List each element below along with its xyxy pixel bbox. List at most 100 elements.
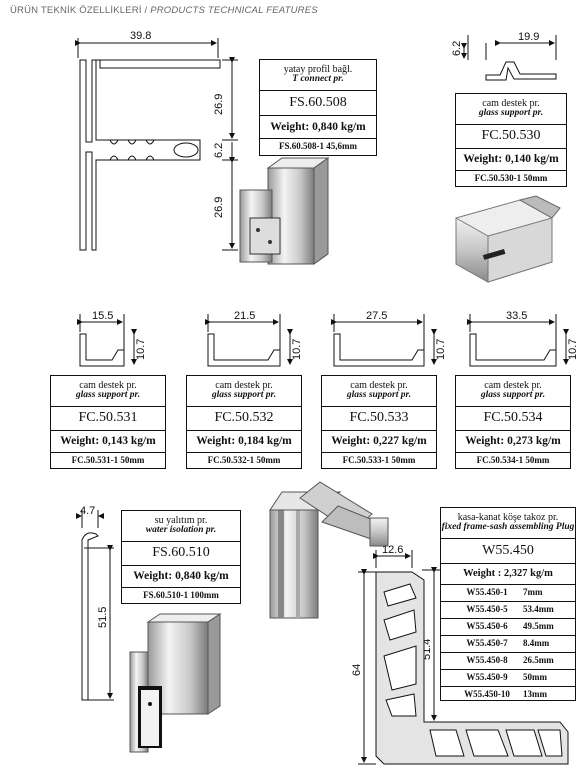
- w55450-height2-label: 64: [351, 664, 363, 676]
- w55450-item-length: 49.5mm: [523, 621, 554, 632]
- fc50531-height-label: 10.7: [135, 339, 147, 360]
- fc50533-name-row: cam destek pr. glass support pr.: [322, 376, 436, 407]
- w55450-item-code: W55.450-10: [464, 689, 510, 700]
- w55450-item-length: 13mm: [523, 689, 547, 700]
- w55450-item-row: W55.450-1 7mm: [441, 585, 575, 602]
- w55450-item-row: W55.450-9 50mm: [441, 670, 575, 687]
- fc50534-spec-box: cam destek pr. glass support pr. FC.50.5…: [455, 375, 571, 469]
- w55450-item-row: W55.450-5 53.4mm: [441, 602, 575, 619]
- fs60508-spec-box: yatay profil bağl. T connect pr. FS.60.5…: [259, 59, 377, 156]
- w55450-item-length: 8.4mm: [523, 638, 550, 649]
- w55450-item-length: 26.5mm: [523, 655, 554, 666]
- fc50530-code: FC.50.530: [456, 125, 566, 149]
- fc50534-width-label: 33.5: [506, 310, 527, 322]
- fc50532-name-row: cam destek pr. glass support pr.: [187, 376, 301, 407]
- fs60508-code: FS.60.508: [260, 91, 376, 116]
- fc50534-drawing: [467, 314, 569, 367]
- fc50531-name-tr: cam destek pr.: [79, 379, 137, 391]
- fc50531-weight: Weight: 0,143 kg/m: [51, 431, 165, 453]
- fs60508-height2-label: 6.2: [213, 143, 225, 158]
- fc50530-3d-image: [455, 195, 561, 283]
- page-header: ÜRÜN TEKNİK ÖZELLİKLERİ / PRODUCTS TECHN…: [10, 5, 318, 16]
- fc50531-drawing: [77, 314, 137, 367]
- fs60510-name-row: su yalıtım pr. water isolation pr.: [122, 511, 240, 542]
- fc50531-piece: FC.50.531-1 50mm: [71, 454, 145, 465]
- fc50534-weight: Weight: 0,273 kg/m: [456, 431, 570, 453]
- fs60510-spec-box: su yalıtım pr. water isolation pr. FS.60…: [121, 510, 241, 604]
- fc50531-name-en: glass support pr.: [75, 390, 141, 401]
- w55450-item-row: W55.450-6 49.5mm: [441, 619, 575, 636]
- fc50533-drawing: [331, 314, 437, 367]
- w55450-item-length: 50mm: [523, 672, 547, 683]
- fs60508-height1-label: 26.9: [213, 94, 225, 115]
- fs60508-height3-label: 26.9: [213, 197, 225, 218]
- header-title-tr: ÜRÜN TEKNİK ÖZELLİKLERİ: [10, 5, 142, 16]
- fc50530-height-label: 6.2: [451, 41, 463, 56]
- fc50534-height-label: 10.7: [567, 339, 579, 360]
- fc50534-name-row: cam destek pr. glass support pr.: [456, 376, 570, 407]
- w55450-item-length: 7mm: [523, 587, 543, 598]
- w55450-item-code: W55.450-5: [466, 604, 508, 615]
- w55450-item-code: W55.450-8: [466, 655, 508, 666]
- fc50533-piece: FC.50.533-1 50mm: [342, 454, 416, 465]
- fc50533-weight: Weight: 0,227 kg/m: [322, 431, 436, 453]
- header-separator: /: [141, 5, 151, 16]
- w55450-item-code: W55.450-6: [466, 621, 508, 632]
- fs60508-name-row: yatay profil bağl. T connect pr.: [260, 60, 376, 91]
- fs60508-name-en: T connect pr.: [292, 74, 344, 85]
- fs60508-drawing: [75, 38, 238, 251]
- w55450-name-en: fixed frame-sash assembling Plug: [441, 522, 575, 533]
- fs60508-width-label: 39.8: [130, 30, 151, 42]
- fc50534-name-en: glass support pr.: [480, 390, 546, 401]
- fc50532-name-en: glass support pr.: [211, 390, 277, 401]
- fc50530-piece: FC.50.530-1 50mm: [474, 172, 548, 183]
- w55450-item-code: W55.450-7: [466, 638, 508, 649]
- fc50530-name-en: glass support pr.: [478, 108, 544, 119]
- fc50533-code: FC.50.533: [322, 407, 436, 431]
- fc50531-code: FC.50.531: [51, 407, 165, 431]
- w55450-profile: [375, 571, 569, 765]
- fc50530-drawing: [461, 35, 557, 81]
- w55450-item-row: W55.450-8 26.5mm: [441, 653, 575, 670]
- fs60510-name-en: water isolation pr.: [145, 525, 217, 536]
- fs60510-code: FS.60.510: [122, 542, 240, 566]
- w55450-name-tr: kasa-kanat köşe takoz pr.: [457, 511, 559, 523]
- fc50532-height-label: 10.7: [291, 339, 303, 360]
- fc50530-weight: Weight: 0,140 kg/m: [456, 149, 566, 171]
- fs60510-name-tr: su yalıtım pr.: [154, 514, 208, 526]
- fc50532-code: FC.50.532: [187, 407, 301, 431]
- fs60510-3d-image: [129, 613, 222, 753]
- fc50530-name-tr: cam destek pr.: [482, 97, 540, 109]
- fs60510-width-label: 4.7: [80, 505, 95, 517]
- fs60508-name-tr: yatay profil bağl.: [283, 63, 353, 75]
- fc50532-name-tr: cam destek pr.: [215, 379, 273, 391]
- w55450-item-code: W55.450-1: [466, 587, 508, 598]
- w55450-spec-box: kasa-kanat köşe takoz pr. fixed frame-sa…: [440, 507, 576, 701]
- fc50530-width-label: 19.9: [518, 31, 539, 43]
- fs60508-3d-image: [239, 157, 330, 265]
- fc50534-name-tr: cam destek pr.: [484, 379, 542, 391]
- w55450-name-row: kasa-kanat köşe takoz pr. fixed frame-sa…: [441, 508, 575, 539]
- fc50532-drawing: [205, 314, 293, 367]
- fs60510-drawing: [76, 510, 114, 701]
- assembly-3d-image: [269, 481, 389, 619]
- w55450-item-length: 53.4mm: [523, 604, 554, 615]
- fc50531-width-label: 15.5: [92, 310, 113, 322]
- w55450-item-row: W55.450-7 8.4mm: [441, 636, 575, 653]
- fc50532-spec-box: cam destek pr. glass support pr. FC.50.5…: [186, 375, 302, 469]
- fc50532-piece: FC.50.532-1 50mm: [207, 454, 281, 465]
- fc50531-name-row: cam destek pr. glass support pr.: [51, 376, 165, 407]
- fs60510-piece: FS.60.510-1 100mm: [143, 589, 219, 600]
- fc50533-name-tr: cam destek pr.: [350, 379, 408, 391]
- fc50532-width-label: 21.5: [234, 310, 255, 322]
- w55450-weight: Weight : 2,327 kg/m: [441, 564, 575, 585]
- fs60508-weight: Weight: 0,840 kg/m: [260, 116, 376, 139]
- fc50533-width-label: 27.5: [366, 310, 387, 322]
- fc50532-weight: Weight: 0,184 kg/m: [187, 431, 301, 453]
- w55450-item-code: W55.450-9: [466, 672, 508, 683]
- w55450-width-label: 12.6: [382, 544, 403, 556]
- fc50534-code: FC.50.534: [456, 407, 570, 431]
- fc50533-name-en: glass support pr.: [346, 390, 412, 401]
